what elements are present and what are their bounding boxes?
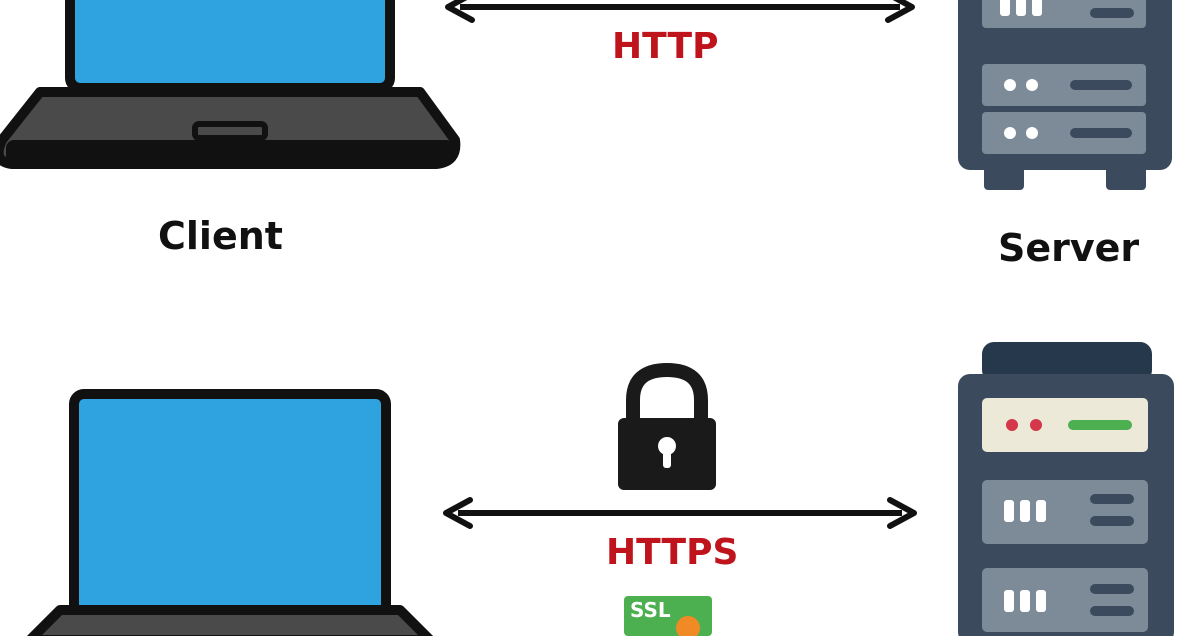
http-label: HTTP: [612, 26, 719, 67]
ssl-badge-label: SSL: [630, 598, 671, 622]
https-label: HTTPS: [606, 532, 739, 573]
server-label: Server: [998, 226, 1140, 270]
client-label: Client: [158, 214, 283, 258]
